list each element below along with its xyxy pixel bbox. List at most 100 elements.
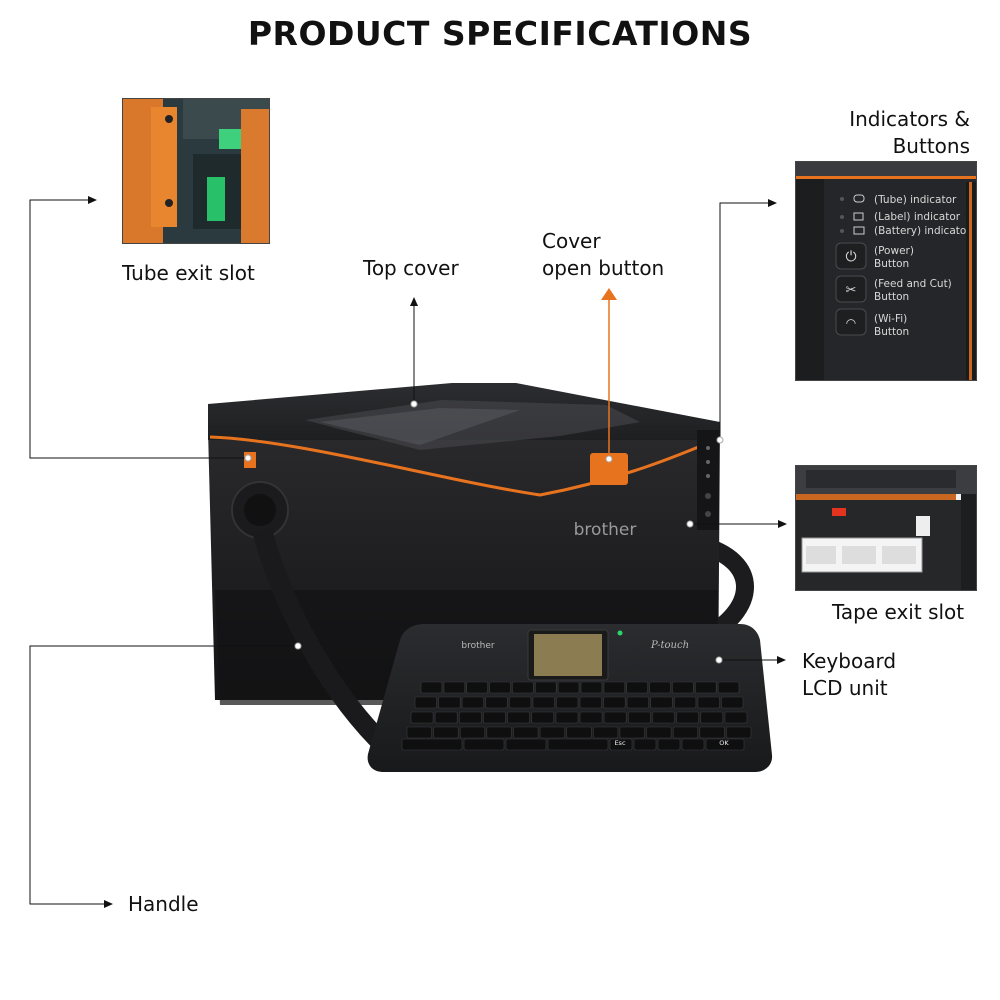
keyboard-key [672, 681, 694, 694]
keyboard-key [463, 738, 505, 751]
callout-top-cover [410, 297, 418, 408]
keyboard-key [531, 711, 555, 724]
label-tape-exit-slot: Tape exit slot [832, 600, 965, 624]
callout-tape-exit-slot [686, 520, 787, 528]
keyboard-key [512, 681, 534, 694]
wifi-button-sublabel: Button [874, 326, 909, 338]
keyboard-key [697, 696, 720, 709]
keyboard-key [459, 726, 486, 739]
label-handle: Handle [128, 892, 199, 916]
keyboard-key [694, 681, 717, 694]
ok-key-label: OK [719, 739, 729, 747]
keyboard-key [433, 726, 459, 739]
feed-cut-button-sublabel: Button [874, 291, 909, 303]
power-button-sublabel: Button [874, 258, 909, 270]
keyboard-key [603, 711, 627, 724]
keyboard-key [619, 726, 645, 739]
keyboard-keys [401, 681, 752, 751]
keyboard-key [438, 696, 461, 709]
keyboard-key [443, 681, 466, 694]
keyboard-key [483, 711, 506, 724]
keyboard-key [505, 738, 547, 751]
keyboard-key [414, 696, 437, 709]
keyboard-key [534, 681, 557, 694]
indicators-inset: ⏻ ✂ ◠ (Tube) indicator (Label) indicator… [795, 161, 977, 381]
keyboard-key [603, 696, 626, 709]
keyboard-lcd-unit: brother P-touch Esc OK [367, 624, 773, 772]
keyboard-key [721, 696, 744, 709]
keyboard-key [486, 726, 512, 739]
keyboard-key [700, 711, 724, 724]
keyboard-key [579, 696, 602, 709]
keyboard-key [672, 726, 699, 739]
keyboard-key [717, 681, 740, 694]
keyboard-key [555, 711, 579, 724]
tube-indicator-label: (Tube) indicator [874, 194, 957, 206]
keyboard-key [726, 726, 752, 739]
svg-text:✂: ✂ [846, 283, 857, 298]
keyboard-key [580, 681, 603, 694]
keyboard-key [676, 711, 699, 724]
keyboard-key [401, 738, 463, 751]
power-button-label: (Power) [874, 245, 914, 257]
keyboard-key [652, 711, 675, 724]
callout-keyboard [715, 656, 786, 664]
callout-cover-open-button [601, 288, 617, 463]
page-title: PRODUCT SPECIFICATIONS [247, 14, 753, 53]
keyboard-key [627, 711, 651, 724]
label-tube-exit-slot: Tube exit slot [122, 261, 255, 285]
wifi-button-label: (Wi-Fi) [874, 313, 907, 325]
keyboard-key [566, 726, 592, 739]
keyboard-key [434, 711, 458, 724]
keyboard-key [649, 681, 671, 694]
keyboard-key [699, 726, 725, 739]
keyboard-key [579, 711, 603, 724]
svg-text:⏻: ⏻ [845, 249, 856, 265]
lcd-screen [534, 634, 602, 676]
tube-exit-slot-inset [122, 98, 270, 244]
keyboard-key [626, 696, 649, 709]
esc-key-label: Esc [614, 739, 625, 747]
keyboard-key [650, 696, 673, 709]
keyboard-key [657, 738, 681, 751]
label-top-cover: Top cover [363, 256, 459, 280]
keyboard-key [673, 696, 697, 709]
label-cover-open-button: Cover open button [542, 229, 665, 280]
feed-cut-button-label: (Feed and Cut) [874, 278, 952, 290]
keyboard-key [681, 738, 705, 751]
tape-exit-slot-inset [795, 465, 977, 591]
keyboard-key [592, 726, 619, 739]
keyboard-key [646, 726, 672, 739]
battery-indicator-label: (Battery) indicator [874, 225, 971, 237]
keyboard-key [466, 681, 488, 694]
keyboard-key [420, 681, 443, 694]
keyboard-key [724, 711, 748, 724]
keyboard-key [556, 696, 579, 709]
svg-text:◠: ◠ [846, 316, 856, 330]
keyboard-key [609, 738, 633, 751]
keyboard-key [557, 681, 580, 694]
keyboard-key [508, 696, 532, 709]
callout-handle [29, 642, 302, 908]
keyboard-key [406, 726, 432, 739]
cover-open-button-shape [590, 453, 628, 485]
printer-logo: brother [574, 520, 637, 540]
keyboard-key [626, 681, 648, 694]
label-keyboard-lcd-unit: Keyboard LCD unit [802, 649, 897, 700]
keyboard-key [603, 681, 626, 694]
keyboard-logo: brother [461, 641, 494, 651]
orange-trim [209, 435, 721, 497]
model-logo: P-touch [650, 640, 689, 651]
keyboard-key [547, 738, 609, 751]
keyboard-key [458, 711, 482, 724]
keyboard-key [461, 696, 485, 709]
keyboard-key [485, 696, 508, 709]
keyboard-key [532, 696, 555, 709]
keyboard-key [633, 738, 657, 751]
keyboard-key [489, 681, 511, 694]
keyboard-key [507, 711, 531, 724]
keyboard-key [513, 726, 539, 739]
label-indicators-buttons: Indicators & Buttons [849, 107, 970, 158]
keyboard-key [705, 738, 745, 751]
